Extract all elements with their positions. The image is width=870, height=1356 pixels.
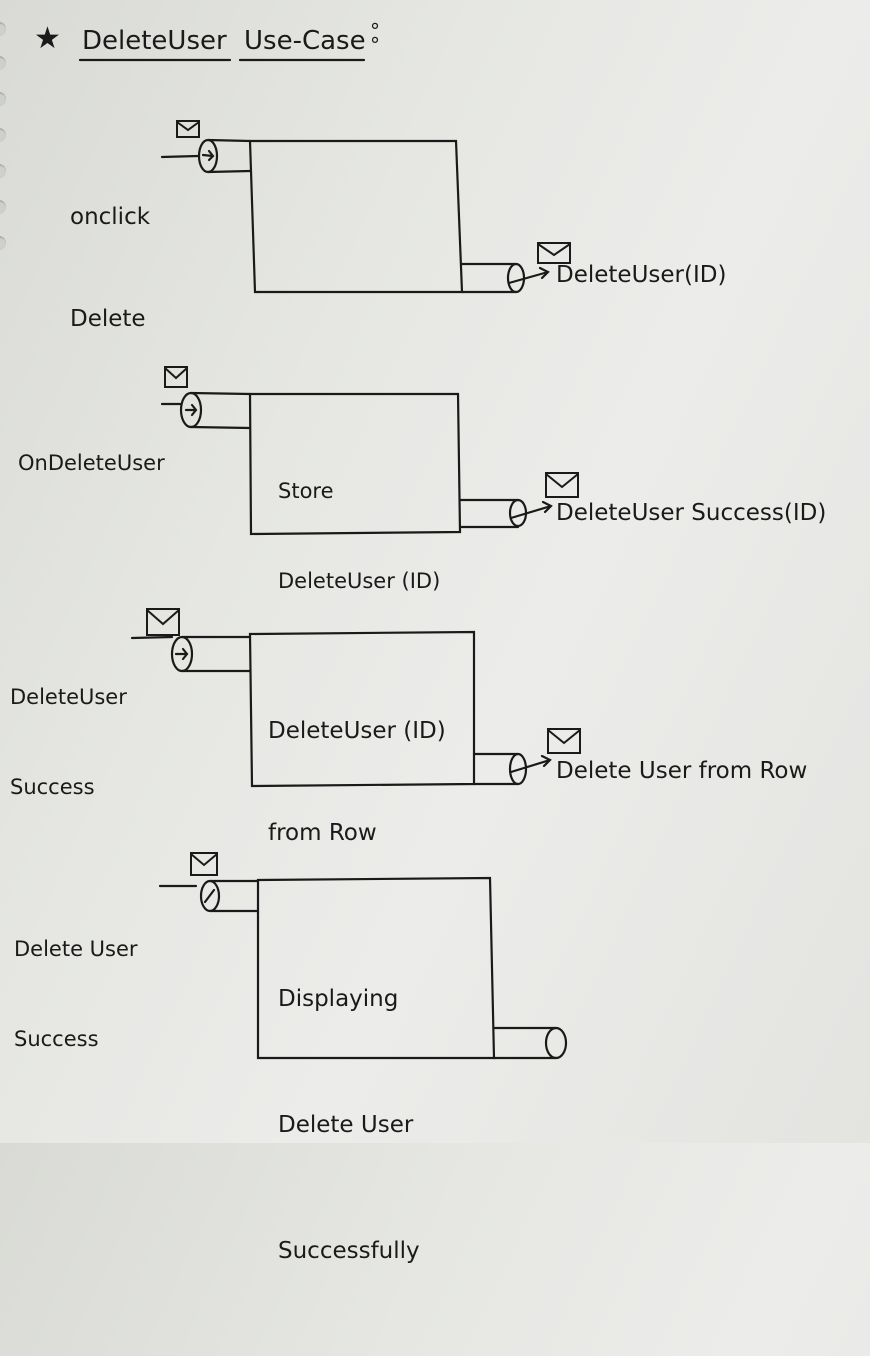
trigger-label-line: Success <box>14 1027 99 1051</box>
binding-hole <box>0 22 6 36</box>
trigger-arrow-line <box>160 154 200 159</box>
input-pipe <box>180 635 252 673</box>
process-box <box>248 392 462 536</box>
output-arrow <box>507 266 550 285</box>
input-port-arrow <box>201 149 215 162</box>
binding-hole <box>0 92 6 106</box>
trigger-arrow-line <box>130 635 174 640</box>
output-label: Delete User from Row <box>556 758 808 784</box>
input-port-arrow <box>203 888 216 904</box>
title-colon: °° <box>370 19 380 57</box>
envelope-icon <box>547 728 581 754</box>
trigger-label-line: DeleteUser <box>10 685 127 709</box>
star-icon: ★ <box>34 21 61 56</box>
title-part-usecase: Use-Case <box>244 26 366 56</box>
output-label: DeleteUser Success(ID) <box>556 500 827 526</box>
envelope-icon <box>190 852 218 876</box>
process-box-line: Delete User <box>278 1112 414 1138</box>
diagram-lines <box>78 58 568 1060</box>
output-arrow <box>509 754 552 774</box>
trigger-label-line: onclick <box>70 204 151 230</box>
process-box-line: Displaying <box>278 986 399 1012</box>
output-port <box>508 752 528 786</box>
process-box-line: Store <box>278 479 334 503</box>
output-pipe <box>472 752 520 786</box>
input-port-arrow <box>184 403 198 417</box>
binding-hole <box>0 200 6 214</box>
trigger-label: DeleteUser Success <box>10 622 127 862</box>
process-box <box>248 139 464 294</box>
process-box-text: DeleteUser (ID) from Row <box>268 646 446 918</box>
notebook-page: ★ DeleteUser Use-Case °° <box>0 19 827 1264</box>
trigger-label-line: Delete <box>70 306 146 332</box>
trigger-label-line: OnDeleteUser <box>18 451 165 475</box>
process-box-line: DeleteUser (ID) <box>268 718 446 744</box>
process-box-text: Store DeleteUser (ID) <box>278 416 440 656</box>
binding-hole <box>0 56 6 70</box>
trigger-label-line: Success <box>10 775 95 799</box>
process-box-text: Displaying Delete User Successfully <box>278 894 420 1356</box>
envelope-icon <box>537 242 571 264</box>
envelope-icon <box>146 608 180 636</box>
output-port <box>506 262 526 294</box>
envelope-icon <box>164 366 188 388</box>
envelope-icon <box>176 120 200 138</box>
trigger-label: onclick Delete <box>70 132 150 404</box>
trigger-label: OnDeleteUser <box>18 388 165 538</box>
binding-hole <box>0 164 6 178</box>
input-pipe <box>208 879 260 913</box>
trigger-label: Delete User Success <box>14 874 138 1114</box>
binding-hole <box>0 236 6 250</box>
input-port-arrow <box>174 647 189 661</box>
output-label: DeleteUser(ID) <box>556 262 727 288</box>
input-pipe <box>206 138 252 174</box>
input-pipe <box>189 391 252 430</box>
output-port <box>508 498 528 528</box>
process-box-line: from Row <box>268 820 377 846</box>
output-pipe <box>492 1026 558 1060</box>
output-arrow <box>509 500 553 520</box>
output-port <box>544 1026 568 1060</box>
title-part-usecase-name: DeleteUser <box>82 26 227 56</box>
process-box-line: DeleteUser (ID) <box>278 569 441 593</box>
process-box-line: Successfully <box>278 1238 420 1264</box>
binding-hole <box>0 128 6 142</box>
trigger-label-line: Delete User <box>14 937 138 961</box>
envelope-icon <box>545 472 579 498</box>
output-pipe <box>460 262 518 294</box>
output-pipe <box>458 498 520 529</box>
